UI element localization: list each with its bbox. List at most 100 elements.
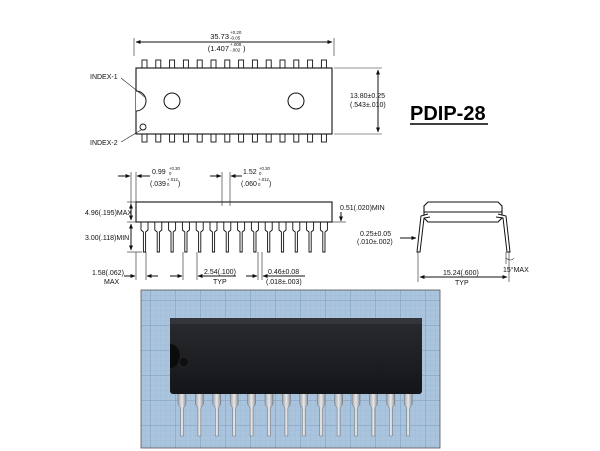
top-pin-lower bbox=[265, 133, 272, 143]
side-pin bbox=[181, 221, 190, 253]
top-pin-upper bbox=[279, 59, 286, 69]
pin-width2-inch-tol-plus: +.012 bbox=[258, 177, 269, 182]
top-pin-lower bbox=[224, 133, 231, 143]
photo-pin bbox=[299, 391, 309, 437]
side-pin bbox=[292, 221, 301, 253]
photo-chip-dot bbox=[178, 356, 190, 368]
pin-width2-inch-tol-minus: 0 bbox=[258, 182, 261, 187]
photo-pin bbox=[177, 391, 187, 437]
side-pin bbox=[168, 221, 177, 253]
side-view: 0.99 +0.30 0 (.039 +.012 0 ) 1.52 +0.30 … bbox=[85, 166, 385, 286]
width-inch-label: (.543±.010) bbox=[350, 102, 386, 109]
end-view-lead-left bbox=[416, 213, 431, 253]
top-pin-lower bbox=[155, 133, 162, 143]
top-pin-upper bbox=[169, 59, 176, 69]
top-pin-upper bbox=[141, 59, 148, 69]
length-inch-tol-plus: +.008 bbox=[230, 42, 242, 47]
photo-pin bbox=[282, 391, 291, 437]
photo-pin bbox=[369, 391, 378, 437]
lead-min-label: 3.00(.118)MIN bbox=[85, 235, 129, 242]
photo-pin bbox=[386, 391, 396, 437]
height-max-label: 4.96(.195)MAX bbox=[85, 210, 132, 217]
row-spacing-label: 15.24(.600) bbox=[443, 270, 479, 277]
pin-width-top-inch-tol-minus: 0 bbox=[167, 182, 170, 187]
photo-pins bbox=[177, 391, 413, 437]
photo-pin bbox=[316, 391, 326, 437]
pin-width-top-inch-close: ) bbox=[178, 181, 180, 188]
pin-width2-inch: (.060 bbox=[241, 181, 257, 188]
lead-width-inch: (.018±.003) bbox=[266, 279, 302, 286]
photo-pin bbox=[229, 391, 239, 437]
length-inch-close: ) bbox=[243, 44, 246, 53]
top-pin-lower bbox=[320, 133, 327, 143]
photo-pin bbox=[264, 391, 274, 437]
top-pin-upper bbox=[210, 59, 217, 69]
top-pin-lower bbox=[141, 133, 148, 143]
seat-min-label: 0.51(.020)MIN bbox=[340, 205, 385, 212]
package-title: PDIP-28 bbox=[410, 103, 486, 125]
pitch-typ: TYP bbox=[213, 279, 227, 286]
top-pin-lower bbox=[169, 133, 176, 143]
package-photo bbox=[140, 289, 441, 449]
pin-width2-tol-minus: 0 bbox=[259, 171, 262, 176]
length-inch-tol-minus: -.002 bbox=[230, 48, 241, 53]
top-pin-upper bbox=[251, 59, 258, 69]
pin-width-top-inch-tol-plus: +.012 bbox=[167, 177, 178, 182]
photo-chip-body bbox=[170, 318, 422, 394]
top-pin-lower bbox=[251, 133, 258, 143]
row-spacing-typ: TYP bbox=[455, 280, 469, 287]
pin-width2-label: 1.52 bbox=[243, 169, 257, 176]
top-view-pins-lower bbox=[141, 133, 327, 143]
top-view-pins-upper bbox=[141, 59, 327, 69]
lead-width-label: 0.46±0.08 bbox=[268, 269, 299, 276]
side-pin bbox=[154, 221, 163, 253]
length-inch-label: (1.407 bbox=[208, 44, 229, 53]
side-pin bbox=[195, 221, 204, 253]
side-view-body bbox=[135, 201, 333, 223]
pin-width-top-label: 0.99 bbox=[152, 169, 166, 176]
length-main-tol-minus: -0.05 bbox=[230, 36, 241, 41]
side-pin bbox=[306, 221, 315, 253]
top-pin-upper bbox=[320, 59, 327, 69]
side-pin bbox=[278, 221, 287, 253]
top-pin-lower bbox=[293, 133, 300, 143]
top-pin-lower bbox=[196, 133, 203, 143]
top-pin-upper bbox=[238, 59, 245, 69]
top-pin-upper bbox=[293, 59, 300, 69]
photo-pin bbox=[334, 391, 343, 437]
photo-pin bbox=[351, 391, 361, 437]
top-pin-lower bbox=[307, 133, 314, 143]
side-pin bbox=[223, 221, 232, 253]
photo-pin bbox=[403, 391, 413, 437]
ejector-mark-right bbox=[287, 92, 305, 110]
index-2-label: INDEX-2 bbox=[90, 140, 118, 147]
lead-thickness-label: 0.25±0.05 bbox=[360, 231, 391, 238]
side-pin bbox=[319, 221, 328, 253]
pin-width-top-tol-minus: 0 bbox=[169, 171, 172, 176]
end-view: 0.25±0.05 (.010±.002) 15.24(.600) TYP 15… bbox=[357, 201, 529, 287]
top-pin-lower bbox=[210, 133, 217, 143]
top-pin-upper bbox=[307, 59, 314, 69]
side-pin bbox=[209, 221, 218, 253]
photo-pin bbox=[247, 391, 256, 437]
end-max-label: 1.58(.062) bbox=[92, 270, 124, 277]
lead-thickness-inch: (.010±.002) bbox=[357, 239, 393, 246]
top-pin-lower bbox=[238, 133, 245, 143]
index-1-label: INDEX-1 bbox=[90, 74, 118, 81]
angle-label: 15°MAX bbox=[503, 266, 529, 274]
end-view-lead-right bbox=[495, 213, 511, 253]
top-pin-upper bbox=[196, 59, 203, 69]
side-pin bbox=[264, 221, 273, 253]
width-mm-label: 13.80±0.25 bbox=[350, 93, 385, 100]
index-2-dot bbox=[139, 123, 147, 131]
length-main-label: 35.73 bbox=[210, 32, 229, 41]
top-pin-upper bbox=[265, 59, 272, 69]
top-pin-upper bbox=[182, 59, 189, 69]
pin-width2-tol-plus: +0.30 bbox=[259, 166, 270, 171]
top-pin-lower bbox=[182, 133, 189, 143]
side-pin bbox=[140, 221, 149, 253]
length-main-tol-plus: +0.20 bbox=[230, 30, 242, 35]
ejector-mark-left bbox=[163, 92, 181, 110]
pin-width-top-tol-plus: +0.30 bbox=[169, 166, 180, 171]
